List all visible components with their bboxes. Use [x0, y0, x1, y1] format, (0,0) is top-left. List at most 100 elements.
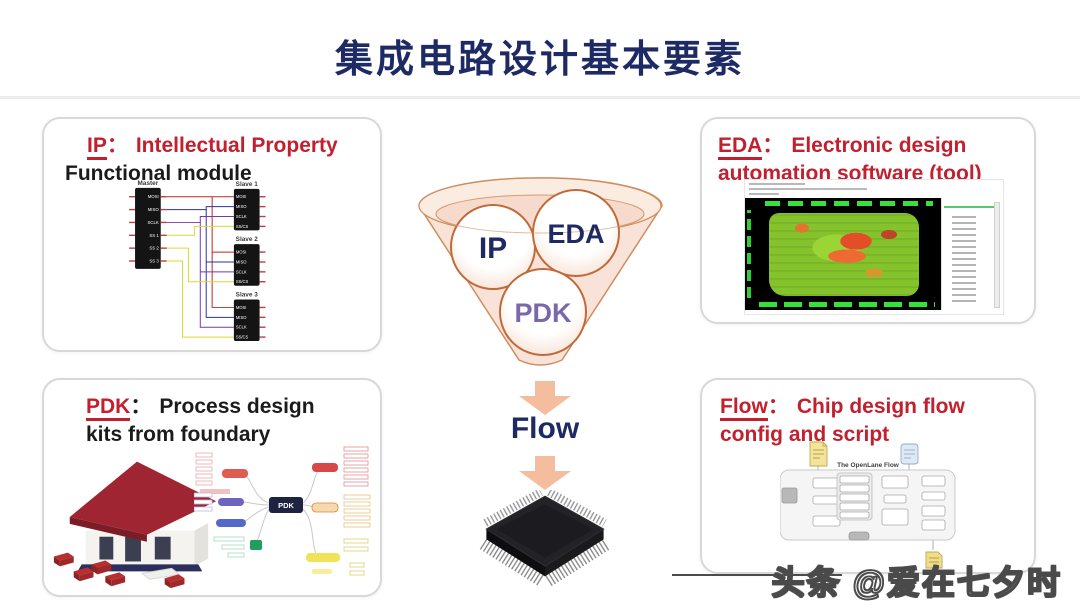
watermark-line	[672, 574, 842, 576]
ip-colon: ：	[106, 134, 128, 157]
master-pin-label: SS 1	[149, 233, 159, 238]
flow-heading-text: Chip design flow	[796, 395, 965, 418]
chip-side-left	[486, 529, 545, 577]
mindmap-node-purple	[218, 498, 244, 506]
mindmap-leaves-left	[195, 452, 213, 486]
flow-result-label: Flow	[510, 412, 580, 445]
flow-term: Flow	[720, 395, 768, 421]
eda-side-panel	[941, 198, 1003, 310]
slave-pin-label: MISO	[236, 259, 247, 264]
lego-piece-white	[140, 567, 181, 580]
pdk-mindmap: PDK	[194, 446, 371, 576]
slave-pin-label: SCLK	[236, 325, 247, 330]
eda-layout-canvas	[745, 198, 941, 310]
ip-heading-text: Intellectual Property	[135, 134, 338, 157]
master-pin-label: SCLK	[147, 220, 158, 225]
flow-heading: Flow： Chip design flow	[720, 393, 1034, 421]
mindmap-leaves-green	[213, 536, 245, 558]
mindmap-subnode-yellow	[312, 569, 332, 574]
pdk-colon: ：	[130, 395, 152, 418]
eda-menu-text	[749, 183, 805, 185]
eda-left-labels	[747, 210, 751, 298]
funnel-diagram: IP EDA PDK	[418, 177, 663, 366]
slave-pin-label: SS/CS	[236, 224, 249, 229]
mindmap-center-node	[269, 497, 303, 513]
mindmap-leaves-purple	[194, 492, 213, 512]
eda-scrollbar[interactable]	[994, 202, 1000, 308]
eda-heading: EDA：Electronic design	[718, 132, 1034, 160]
card-ip: IP： Intellectual Property Functional modu…	[42, 117, 382, 352]
pdk-heading: PDK： Process design	[86, 393, 380, 421]
house-window	[99, 536, 114, 560]
chip-die-layout	[769, 213, 919, 296]
slave-pin-label: MOSI	[236, 194, 247, 199]
config-file-icon	[809, 441, 828, 467]
slave-chip-1: Slave 1 MOSI MISO SCLK SS/CS	[233, 181, 266, 231]
slave-chip-3: Slave 3 MOSI MISO SCLK SS/CS	[233, 292, 266, 342]
lego-brick	[53, 552, 74, 567]
eda-menu-text	[749, 193, 779, 195]
mindmap-node-red-right	[312, 463, 338, 472]
mindmap-leaves-yellow	[343, 538, 369, 576]
ip-term: IP	[87, 134, 107, 160]
slave-pin-label: SCLK	[236, 214, 247, 219]
eda-colon: ：	[762, 134, 784, 157]
mindmap-node-yellow	[306, 553, 340, 562]
ip-subheading: Functional module	[65, 162, 252, 186]
slave-pin-label: SS/CS	[236, 335, 249, 340]
slave-pin-label: MISO	[236, 315, 247, 320]
eda-layer-list	[952, 214, 976, 302]
slave-label: Slave 1	[236, 181, 259, 188]
ip-heading: IP： Intellectual Property	[87, 132, 380, 160]
slave-label: Slave 3	[236, 292, 259, 299]
master-chip: Master MOSI MISO SCLK SS 1 SS 2 SS 3	[129, 180, 167, 269]
page-title: 集成电路设计基本要素	[334, 39, 745, 81]
lego-brick	[105, 572, 126, 587]
title-divider	[0, 96, 1080, 99]
mindmap-node-green	[250, 540, 262, 550]
master-pin-label: MISO	[148, 207, 160, 212]
slave-pin-label: SCLK	[236, 269, 247, 274]
house-door	[125, 536, 141, 562]
master-label: Master	[138, 180, 159, 187]
pdk-heading-text: Process design	[159, 395, 315, 418]
lego-house-image	[53, 461, 217, 589]
slave-pin-label: SS/CS	[236, 279, 249, 284]
watermark: 头条 @爱在七夕时	[771, 563, 1062, 602]
slave-pin-label: MISO	[236, 204, 247, 209]
house-roof-eave	[69, 516, 147, 542]
flowchart-steps	[812, 472, 946, 531]
chip-top-inset	[496, 504, 594, 558]
chip-pins	[479, 490, 611, 587]
slave-chip-2: Slave 2 MOSI MISO SCLK SS/CS	[233, 236, 266, 286]
slave-label: Slave 2	[236, 236, 259, 243]
eda-menu-text	[749, 188, 867, 190]
chip-package-image	[479, 490, 611, 587]
funnel-rim-overlay	[435, 213, 645, 234]
funnel-label-pdk: PDK	[514, 298, 572, 328]
funnel-label-eda: EDA	[547, 219, 604, 249]
funnel-circle-pdk	[499, 268, 587, 356]
house-side	[194, 522, 209, 567]
master-pin-label: SS 3	[149, 258, 159, 263]
master-pin-label: SS 2	[149, 246, 159, 251]
card-pdk: PDK：Process design kits from foundary	[42, 378, 382, 597]
openlane-flowchart: The OpenLane Flow	[780, 441, 956, 569]
eda-layout-screenshot	[744, 179, 1004, 315]
pdk-term: PDK	[86, 395, 131, 421]
master-pin-label: MOSI	[148, 194, 159, 199]
house-roof	[69, 461, 217, 535]
eda-heading-text: Electronic design	[791, 134, 967, 157]
slave-pin-label: MOSI	[236, 305, 247, 310]
eda-bottom-labels	[759, 302, 935, 307]
mindmap-leaves-orange	[343, 494, 371, 528]
design-source-icon	[900, 443, 919, 465]
flow-colon: ：	[767, 395, 789, 418]
funnel-label-ip: IP	[479, 232, 507, 265]
lego-brick	[73, 567, 94, 582]
card-flow: Flow：Chip design flow config and script …	[700, 378, 1036, 574]
slave-pin-label: MOSI	[236, 250, 247, 255]
output-file-icon	[925, 551, 943, 569]
flowchart-bottom-box	[848, 531, 870, 541]
flowchart-title: The OpenLane Flow	[837, 462, 900, 469]
